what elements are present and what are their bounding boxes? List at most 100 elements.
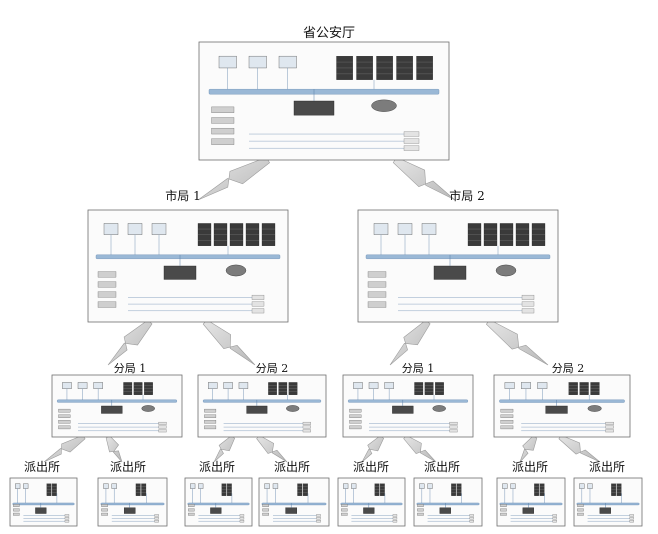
- panel-station-1-device-1: [13, 508, 20, 512]
- panel-station-8-monitor-0: [579, 483, 585, 489]
- panel-province-endpoint-0: [403, 131, 420, 137]
- panel-city1-monitor-0: [103, 223, 119, 235]
- panel-station-5-core-server: [363, 507, 375, 514]
- link-city1-branch-b: [202, 319, 256, 366]
- panel-station-5-monitor-0: [343, 483, 349, 489]
- panel-station-3-device-0: [188, 504, 195, 507]
- panel-station-4: [258, 477, 330, 527]
- panel-station-8-bus: [576, 502, 640, 506]
- panel-station-6-bus: [416, 502, 480, 506]
- panel-station-4-monitor-0: [264, 483, 270, 489]
- panel-branch-c-endpoint-2: [449, 429, 458, 433]
- panel-station-3-endpoint-1: [239, 517, 245, 520]
- station-2-label: 派出所: [110, 460, 146, 474]
- link-province-city1: [197, 156, 270, 201]
- panel-station-4-endpoint-0: [316, 514, 321, 517]
- panel-branch-d-storage: [587, 405, 602, 412]
- panel-province-endpoint-2: [403, 145, 420, 151]
- panel-province-endpoint-1: [403, 138, 420, 144]
- panel-station-8-device-0: [577, 504, 584, 507]
- panel-branch-c-device-1: [349, 414, 362, 418]
- link-city1-branch-a: [107, 319, 153, 366]
- panel-province: [198, 41, 450, 161]
- panel-branch-c-device-0: [349, 408, 362, 413]
- panel-branch-c-storage: [432, 405, 446, 412]
- panel-branch-c-device-3: [349, 425, 362, 430]
- panel-station-6-monitor-1: [427, 483, 433, 489]
- panel-station-8-endpoint-2: [629, 520, 634, 523]
- link-branch-c-station-6: [403, 434, 437, 463]
- wireless-links: [43, 156, 601, 463]
- panel-station-1: [9, 477, 78, 527]
- panel-station-2-device-2: [101, 512, 108, 516]
- panel-branch-b-core-server: [246, 405, 268, 414]
- branch-d-label: 分局 2: [552, 362, 585, 375]
- panel-station-7-endpoint-0: [552, 514, 557, 517]
- panel-branch-c-monitor-0: [353, 382, 363, 389]
- panel-branch-a-monitor-2: [93, 382, 103, 389]
- panel-province-core-server: [293, 100, 335, 116]
- panel-station-2-monitor-1: [111, 483, 117, 489]
- panel-station-8-endpoint-0: [629, 514, 634, 517]
- panel-branch-c-endpoint-1: [449, 425, 458, 429]
- panel-branch-d-monitor-2: [537, 382, 548, 389]
- panel-station-7-endpoint-1: [552, 517, 557, 520]
- panel-branch-d-device-0: [500, 408, 514, 413]
- panel-station-5-endpoint-2: [392, 520, 398, 523]
- panel-city2-storage: [495, 264, 517, 277]
- panel-station-7-bus: [499, 502, 563, 506]
- panel-branch-d-device-3: [500, 425, 514, 430]
- panel-city2-endpoint-2: [521, 308, 535, 314]
- panel-station-7-endpoint-2: [552, 520, 557, 523]
- link-province-city2: [392, 157, 456, 201]
- panel-branch-d-endpoint-0: [605, 421, 614, 425]
- panel-branch-d-bus: [499, 399, 625, 403]
- panel-branch-d-device-1: [500, 414, 514, 418]
- site-panels: [9, 41, 643, 527]
- panel-station-8-endpoint-1: [629, 517, 634, 520]
- panel-station-1-endpoint-1: [64, 517, 70, 520]
- link-branch-d-station-7: [519, 435, 538, 463]
- panel-station-7-device-2: [500, 512, 507, 516]
- panel-branch-b: [197, 374, 327, 438]
- panel-city2-monitor-2: [421, 223, 437, 235]
- panel-branch-a-monitor-1: [77, 382, 88, 389]
- panel-station-3-monitor-1: [198, 483, 204, 489]
- panel-city1-endpoint-0: [251, 294, 265, 300]
- panel-branch-d-device-2: [500, 420, 514, 424]
- panel-station-5-monitor-1: [351, 483, 357, 489]
- panel-city1-monitor-2: [151, 223, 167, 235]
- panel-province-device-3: [211, 138, 235, 145]
- panel-station-7-device-1: [500, 508, 507, 512]
- panel-branch-a-endpoint-2: [158, 429, 167, 433]
- panel-station-3-endpoint-2: [239, 520, 245, 523]
- branch-c-label: 分局 1: [402, 362, 435, 375]
- panel-branch-b-monitor-0: [208, 382, 218, 389]
- panel-city2: [357, 209, 559, 323]
- panel-branch-a-device-0: [58, 408, 71, 413]
- panel-province-monitor-1: [248, 55, 267, 69]
- panel-station-4-device-0: [262, 504, 269, 507]
- panel-station-3-bus: [187, 502, 250, 506]
- panel-branch-b-device-1: [204, 414, 217, 418]
- panel-branch-d-endpoint-1: [605, 425, 614, 429]
- panel-branch-c-monitor-2: [384, 382, 394, 389]
- panel-station-7-device-0: [500, 504, 507, 507]
- panel-branch-b-monitor-2: [238, 382, 249, 389]
- panel-station-1-monitor-1: [23, 483, 29, 489]
- panel-province-device-0: [211, 106, 235, 113]
- panel-station-3-monitor-0: [190, 483, 196, 489]
- panel-city1-device-3: [97, 301, 117, 308]
- panel-station-3-core-server: [210, 507, 222, 514]
- panel-city2-endpoint-1: [521, 301, 535, 307]
- panel-province-device-2: [211, 127, 235, 135]
- panel-branch-c: [342, 374, 474, 438]
- panel-station-2-bus: [100, 502, 165, 506]
- link-branch-b-station-4: [256, 435, 288, 463]
- panel-branch-a-endpoint-1: [158, 425, 167, 429]
- panel-station-3-device-2: [188, 512, 195, 516]
- station-5-label: 派出所: [353, 460, 389, 474]
- panel-station-6-device-1: [417, 508, 424, 512]
- panel-station-5-device-2: [341, 512, 348, 516]
